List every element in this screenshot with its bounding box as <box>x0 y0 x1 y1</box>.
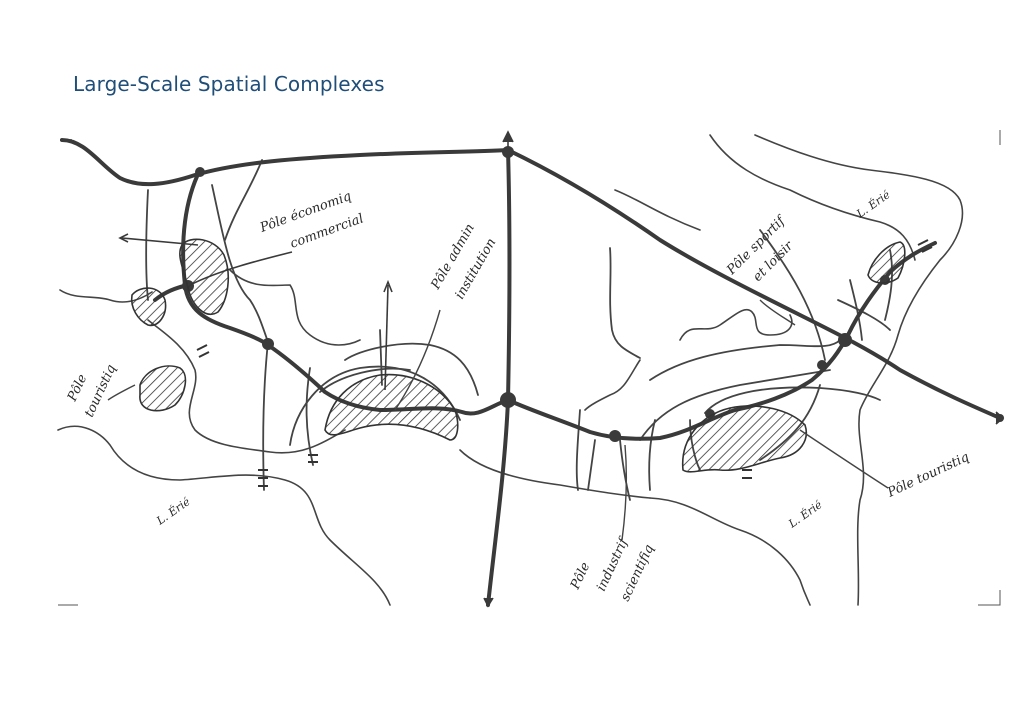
shorelines <box>57 134 964 606</box>
label-lake-ne: L. Érié <box>853 187 893 221</box>
page-title: Large-Scale Spatial Complexes <box>73 72 385 96</box>
label-lake-south: L. Érié <box>785 497 825 531</box>
tick-marks <box>196 239 933 487</box>
frame-corners <box>58 130 1001 606</box>
arrows <box>60 130 1005 608</box>
label-leaders <box>107 299 889 541</box>
hatched-zones <box>130 238 906 473</box>
label-pole-tourist-west-2: touristiq <box>82 362 119 419</box>
label-pole-tourist-west-1: Pôle <box>65 372 91 405</box>
label-pole-tourist-east: Pôle touristiq <box>884 450 971 501</box>
label-lake-west: L. Érié <box>153 494 193 528</box>
label-pole-industrial-1: Pôle <box>568 560 594 593</box>
